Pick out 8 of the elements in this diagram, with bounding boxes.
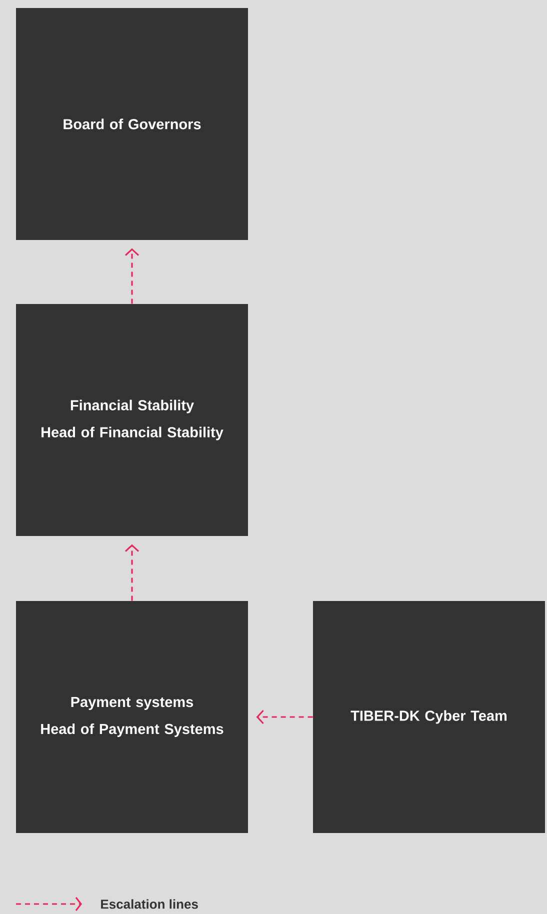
org-box: TIBER-DK Cyber Team [313,601,545,833]
escalation-arrow [256,710,313,724]
legend-label: Escalation lines [101,899,198,909]
org-box: Financial Stability Head of Financial Stability [16,304,248,536]
org-box: Board of Governors [16,8,248,240]
org-box: Payment systems Head of Payment Systems [16,601,248,833]
escalation-arrow [124,544,140,601]
escalation-arrow [124,248,140,304]
